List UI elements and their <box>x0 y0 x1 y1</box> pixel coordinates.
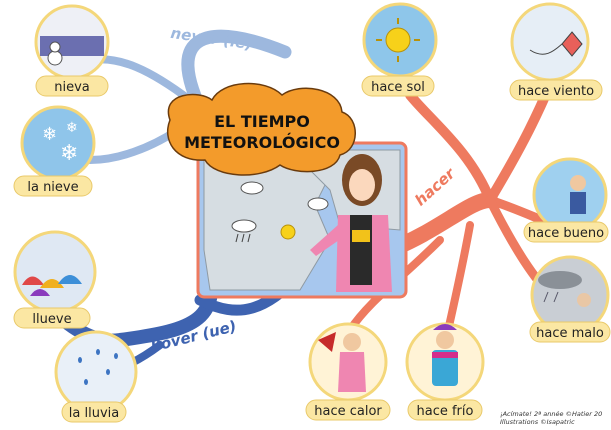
node-hace-calor: hace calor <box>305 322 391 421</box>
node-hace-bueno: hace bueno <box>523 157 609 243</box>
label-llueve: llueve <box>32 312 71 327</box>
svg-text:❄: ❄ <box>42 124 57 145</box>
title-bubble: EL TIEMPO METEOROLÓGICO <box>166 82 356 176</box>
map-cloud-icon <box>231 181 329 233</box>
node-hace-malo: hace malo <box>529 255 611 343</box>
credit-line-1: ¡Acímate! 2ª année ©Hatier 20 <box>500 410 602 418</box>
node-llueve: llueve <box>13 230 97 329</box>
label-hace-malo: hace malo <box>536 326 604 341</box>
label-hace-sol: hace sol <box>371 80 425 95</box>
node-nieva: nieva <box>34 4 110 97</box>
raindrops-icon <box>78 349 118 385</box>
credit-line-2: Illustrations ©Isapatric <box>500 418 575 426</box>
node-hace-viento: hace viento <box>509 2 603 101</box>
storm-cloud-icon <box>538 271 591 307</box>
label-la-lluvia: la lluvia <box>69 406 119 421</box>
node-hace-frio: hace frío <box>405 322 485 421</box>
map-rain-icon <box>235 233 251 243</box>
node-hace-sol: hace sol <box>361 2 438 97</box>
node-la-nieve: ❄ ❄ ❄ la nieve <box>13 105 96 197</box>
title-line-1: EL TIEMPO <box>214 112 310 131</box>
snowflake-icon: ❄ ❄ ❄ <box>42 120 78 166</box>
snowman-icon <box>47 41 63 66</box>
weather-presenter-illustration <box>310 154 392 292</box>
label-nieva: nieva <box>54 80 90 95</box>
kite-icon <box>529 31 583 57</box>
svg-text:❄: ❄ <box>66 120 78 136</box>
label-hace-viento: hace viento <box>518 84 594 99</box>
person-sunglasses-icon <box>570 175 586 214</box>
nevar-branch-label: nevar (ie) <box>169 24 253 53</box>
hacer-branch-label: hacer <box>411 163 459 209</box>
svg-text:❄: ❄ <box>60 141 78 166</box>
label-hace-bueno: hace bueno <box>528 226 604 241</box>
label-la-nieve: la nieve <box>27 180 78 195</box>
title-line-2: METEOROLÓGICO <box>184 133 340 152</box>
label-hace-calor: hace calor <box>314 404 382 419</box>
weather-map-illustration <box>196 141 408 299</box>
fan-woman-icon <box>318 332 366 392</box>
map-sun-icon <box>280 224 296 240</box>
label-hace-frio: hace frío <box>417 404 474 419</box>
umbrellas-icon <box>22 275 82 296</box>
sun-icon <box>376 18 420 62</box>
cold-person-icon <box>432 324 458 386</box>
node-la-lluvia: la lluvia <box>54 330 138 423</box>
